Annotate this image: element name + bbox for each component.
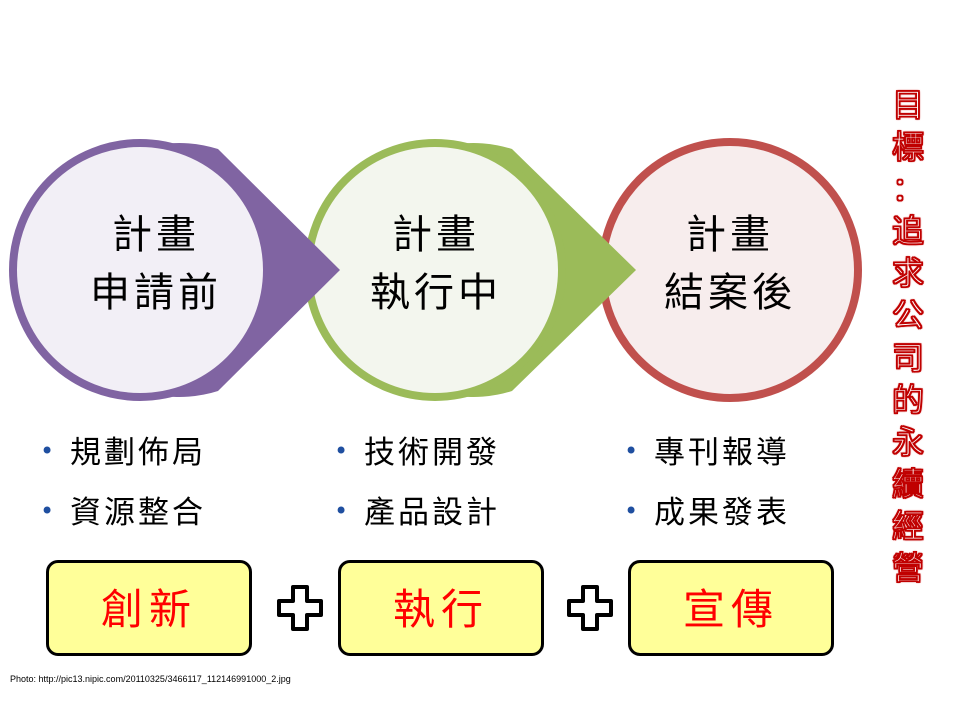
stage-1-circle [9,139,340,401]
action-label: 執行 [392,585,489,634]
stage-1-bullet-list: •規劃佈局 •資源整合 [40,434,206,554]
goal-char: 永 [891,422,925,462]
stage-3-bullet-list: •專刊報導 •成果發表 [624,434,790,554]
goal-char: 標 [891,127,925,167]
bullet-icon: • [624,437,639,465]
stage-1-line2: 申請前 [90,270,222,316]
stage-1-ring [9,139,271,401]
list-item: •專刊報導 [624,435,790,471]
stage-3-line2: 結案後 [664,270,796,316]
stage-2-circle [304,139,636,401]
list-item: •成果發表 [624,495,790,531]
goal-char: 追 [891,212,925,252]
goal-char: 司 [891,338,925,378]
action-box-promotion: 宣傳 [628,560,834,656]
goal-char: 求 [891,254,925,294]
goal-char: ： [891,169,925,209]
stage-3-title: 計畫 結案後 [620,206,840,322]
list-item: •規劃佈局 [40,435,206,471]
goal-char: 續 [891,464,925,504]
goal-char: 經 [891,506,925,546]
goal-char: 的 [891,380,925,420]
action-label: 創新 [100,585,197,634]
stage-2-line1: 計畫 [392,212,480,258]
goal-char: 營 [891,548,925,588]
list-item: •技術開發 [334,435,500,471]
plus-icon [567,585,613,631]
stage-1-line1: 計畫 [112,212,200,258]
goal-vertical-text: 目標：追求公司的永續經營 [886,84,930,674]
goal-char: 目 [891,85,925,125]
bullet-icon: • [40,437,55,465]
list-item: •資源整合 [40,495,206,531]
action-label: 宣傳 [682,585,779,634]
list-item: •產品設計 [334,495,500,531]
plus-icon [277,585,323,631]
action-box-execution: 執行 [338,560,544,656]
bullet-icon: • [334,437,349,465]
stage-3-line1: 計畫 [686,212,774,258]
photo-credit: Photo: http://pic13.nipic.com/20110325/3… [10,674,291,684]
stage-2-bullet-list: •技術開發 •產品設計 [334,434,500,554]
action-box-innovation: 創新 [46,560,252,656]
stage-1-title: 計畫 申請前 [46,206,266,322]
stage-2-title: 計畫 執行中 [326,206,546,322]
bullet-icon: • [334,497,349,525]
bullet-icon: • [40,497,55,525]
goal-char: 公 [891,296,925,336]
bullet-icon: • [624,497,639,525]
stage-2-line2: 執行中 [370,270,502,316]
